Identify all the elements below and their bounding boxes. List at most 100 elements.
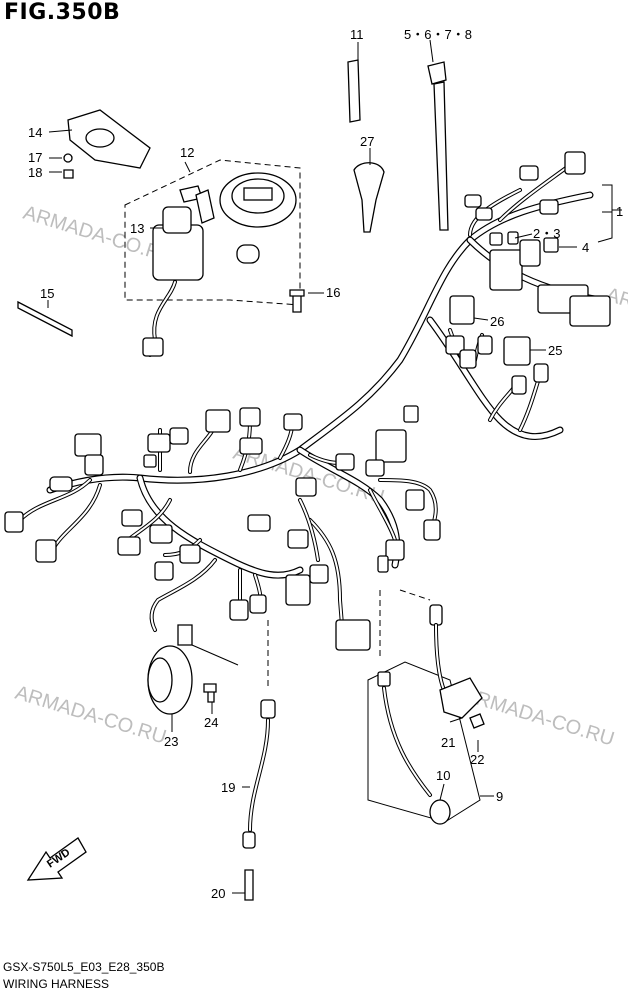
key-27 [353,162,385,233]
connector [287,529,309,549]
connector [385,539,405,561]
connector [35,539,57,563]
callout-19: 19 [221,780,235,795]
bolt-24 [203,683,217,703]
watermark-bottom-right: ARMADA-CO.RU [461,684,617,751]
connector [149,524,173,544]
relay-25 [503,336,531,366]
tie-head-5-8 [427,61,447,85]
connector [285,574,311,606]
ignition-switch-group [124,159,301,357]
connector [147,433,171,453]
connector [365,459,385,477]
callout-13: 13 [130,221,144,236]
callout-17: 17 [28,150,42,165]
callout-25: 25 [548,343,562,358]
fuse-4 [543,237,559,253]
callout-22: 22 [470,752,484,767]
callouts: 1 2・3 4 5・6・7・8 9 10 11 12 13 14 15 16 1… [28,27,623,901]
sensor-group-9 [367,589,485,825]
callout-14: 14 [28,125,42,140]
switch-connector [429,604,443,626]
fuse-2-3-b [507,231,519,245]
connector [405,489,425,511]
connector [423,519,441,541]
connector [117,536,141,556]
screw-22 [469,713,485,729]
connector [229,599,249,621]
main-connector-2 [569,295,611,327]
callout-26: 26 [490,314,504,329]
fuse-2-3 [489,232,503,246]
callout-18: 18 [28,165,42,180]
connector [239,407,261,427]
screw-18 [63,169,74,179]
ignition-connector [142,337,164,357]
connector [464,194,482,208]
lead-wire-19 [242,620,276,901]
ignition-key-2 [195,189,215,224]
connector [247,514,271,532]
connector [169,427,189,445]
callout-1: 1 [616,204,623,219]
ignition-key-cylinder [162,206,192,234]
connector [239,437,263,455]
connector [283,413,303,431]
callout-24: 24 [204,715,218,730]
connector [539,199,559,215]
connector [475,207,493,221]
connector [459,349,477,369]
connector [309,564,329,584]
fuse-box [519,239,541,267]
connector [154,561,174,581]
callout-15: 15 [40,286,54,301]
callout-12: 12 [180,145,194,160]
connector [84,454,104,476]
callout-16: 16 [326,285,340,300]
connector [564,151,586,175]
connector [511,375,527,395]
horn-bracket [177,624,193,646]
sensor-connector [377,671,391,687]
junction-box [375,429,407,463]
seat-lock [236,244,260,264]
fwd-arrow: FWD [26,837,87,881]
watermark-bottom-left: ARMADA-CO.RU [13,682,169,749]
connectors [4,151,611,651]
washer-17 [63,153,73,163]
clamp-11 [347,59,361,123]
fuse-block [489,249,523,291]
figure-title: FIG.350B [4,0,121,25]
callout-23: 23 [164,734,178,749]
connector [121,509,143,527]
spring-20 [244,869,254,901]
connector [335,453,355,471]
group-box-9 [367,661,481,823]
tape-15 [17,300,73,338]
connector [519,165,539,181]
fwd-arrow-shape [26,837,87,881]
connector [533,363,549,383]
leader-lines [47,39,622,894]
callout-2-3: 2・3 [533,226,560,241]
connector [179,544,201,564]
connector [445,335,465,355]
connector [49,476,73,492]
connector [143,454,157,468]
connector [377,555,389,573]
fuel-cap-lid [243,187,273,201]
connector [249,594,267,614]
connector [477,335,493,355]
connector [205,409,231,433]
figure-code: GSX-S750L5_E03_E28_350B [3,960,165,974]
connector [295,477,317,497]
connector [74,433,102,457]
callout-21: 21 [441,735,455,750]
callout-11: 11 [350,27,364,42]
lead-connector [260,699,276,719]
sensor-10 [429,799,451,825]
connector [4,511,24,533]
cable-tie-5-8 [433,81,449,231]
horn-23-face [147,657,173,703]
